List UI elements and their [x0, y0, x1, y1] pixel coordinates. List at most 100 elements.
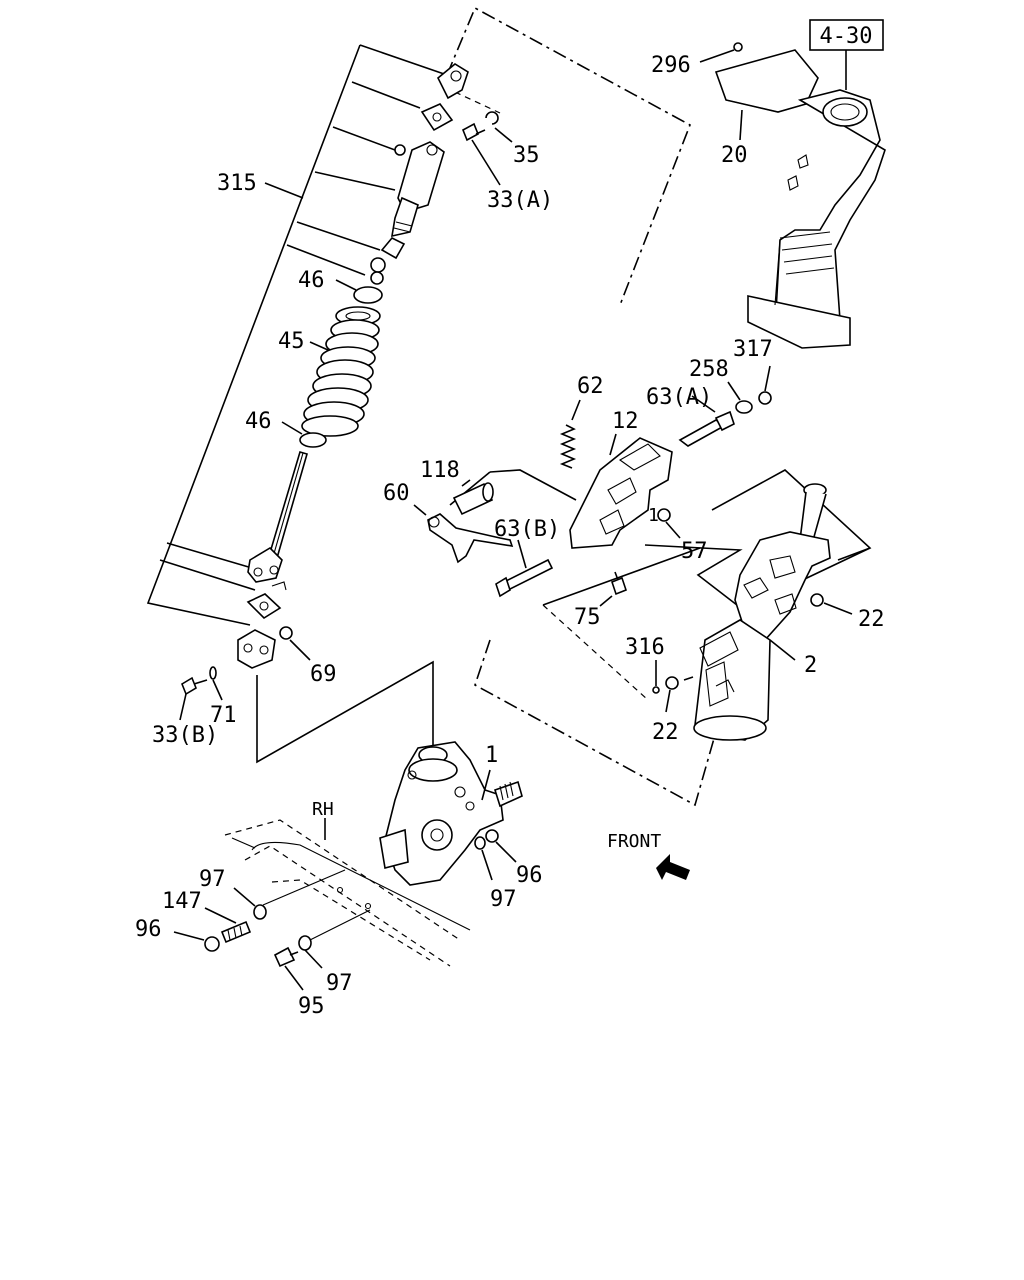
- callout-96b-label: 96: [135, 917, 162, 942]
- callout-96-left[interactable]: 96: [135, 917, 220, 952]
- nut-series: [370, 257, 386, 285]
- callout-46b-label: 46: [245, 409, 272, 434]
- callout-69[interactable]: 69: [279, 626, 337, 687]
- callout-46-lower[interactable]: 46: [245, 409, 327, 448]
- callout-147[interactable]: 147: [162, 889, 252, 944]
- bolt-75-icon: [611, 576, 627, 596]
- callout-296[interactable]: 296: [651, 42, 743, 78]
- steering-boot: [301, 306, 381, 437]
- washer-71-icon: [209, 666, 217, 680]
- pin-316-icon: [652, 686, 660, 694]
- callout-1b[interactable]: 1: [481, 743, 498, 801]
- washer-258-icon: [735, 400, 753, 414]
- nut-22a-icon: [810, 593, 824, 607]
- spring-62-icon: [559, 424, 577, 469]
- washer-97a-icon: [474, 836, 486, 850]
- callout-75-label: 75: [574, 605, 601, 630]
- steering-gearbox: [379, 741, 523, 886]
- callout-33b[interactable]: 33(B): [152, 676, 218, 748]
- front-indicator: FRONT: [607, 831, 690, 880]
- shaft-group-bracket: [146, 44, 448, 626]
- callout-22b-label: 22: [652, 720, 679, 745]
- washer-97b-icon: [253, 904, 267, 920]
- callout-118[interactable]: 118: [420, 458, 494, 516]
- callout-97-lower[interactable]: 97: [298, 935, 353, 996]
- callout-63a[interactable]: 63(A): [646, 385, 735, 447]
- callout-45[interactable]: 45: [278, 329, 329, 354]
- bolt-33a-icon: [461, 122, 480, 142]
- callout-20[interactable]: 20: [721, 109, 748, 168]
- nut-69-icon: [279, 626, 293, 640]
- gearbox-link-line: [256, 660, 434, 764]
- callout-315-label: 315: [217, 171, 257, 196]
- washer-97c-icon: [298, 935, 312, 951]
- callout-147-label: 147: [162, 889, 202, 914]
- column-lower-boundary: [474, 639, 716, 807]
- callout-316-label: 316: [625, 635, 665, 660]
- callout-2[interactable]: 2: [769, 639, 817, 678]
- callout-315[interactable]: 315: [217, 171, 304, 199]
- callout-1a-label: 1: [648, 505, 659, 526]
- upper-yoke: [436, 63, 469, 100]
- callout-296-label: 296: [651, 53, 691, 78]
- callout-33b-label: 33(B): [152, 723, 218, 748]
- callout-60[interactable]: 60: [383, 481, 514, 564]
- spider-lower: [246, 593, 282, 620]
- callout-258[interactable]: 258: [689, 357, 753, 414]
- callout-96a-label: 96: [516, 863, 543, 888]
- callout-57[interactable]: 57: [665, 521, 708, 564]
- callout-46-upper[interactable]: 46: [298, 268, 383, 304]
- bolt-33b-icon: [181, 676, 197, 696]
- front-label: FRONT: [607, 831, 661, 852]
- ref-box-label: 4-30: [820, 24, 873, 49]
- callout-45-label: 45: [278, 329, 305, 354]
- bolt-63a-icon: [678, 419, 726, 447]
- callout-22-lower[interactable]: 22: [652, 676, 694, 745]
- callout-317-label: 317: [733, 337, 773, 362]
- bolt-63b-icon: [502, 558, 554, 592]
- spider-upper: [420, 103, 454, 132]
- callout-57-label: 57: [681, 539, 708, 564]
- callout-118-label: 118: [420, 458, 460, 483]
- nut-57-icon: [657, 508, 671, 522]
- column-dash: [542, 604, 649, 701]
- callout-63a-label: 63(A): [646, 385, 712, 410]
- callout-97-upper-left[interactable]: 97: [199, 867, 267, 920]
- callout-46a-label: 46: [298, 268, 325, 293]
- frame-rail: [224, 819, 471, 967]
- callout-97a-label: 97: [490, 887, 517, 912]
- nut-22b-icon: [665, 676, 679, 690]
- callout-71[interactable]: 71: [209, 666, 237, 728]
- callout-63b[interactable]: 63(B): [494, 517, 560, 598]
- clamp-46-icon: [353, 286, 383, 304]
- callout-1b-label: 1: [485, 743, 498, 768]
- callout-62[interactable]: 62: [559, 374, 604, 469]
- callout-95[interactable]: 95: [273, 946, 325, 1019]
- bolt-296-icon: [733, 42, 743, 52]
- callout-1a[interactable]: 1: [648, 505, 659, 526]
- ref-box[interactable]: 4-30: [809, 19, 884, 90]
- callout-33a[interactable]: 33(A): [461, 122, 553, 213]
- callout-97-right[interactable]: 97: [474, 836, 517, 912]
- clip-35-icon: [485, 111, 499, 125]
- callout-75[interactable]: 75: [574, 571, 627, 630]
- nut-96a-icon: [485, 829, 499, 843]
- callout-97b-label: 97: [199, 867, 226, 892]
- callout-35[interactable]: 35: [485, 111, 540, 168]
- nut-96b-icon: [204, 936, 220, 952]
- callout-97c-label: 97: [326, 971, 353, 996]
- callout-20-label: 20: [721, 143, 748, 168]
- callout-33a-label: 33(A): [487, 188, 553, 213]
- callout-96-right[interactable]: 96: [485, 829, 543, 888]
- callout-12[interactable]: 12: [609, 409, 639, 456]
- callout-317[interactable]: 317: [733, 337, 773, 405]
- callout-22a-label: 22: [858, 607, 885, 632]
- nut-317-icon: [758, 391, 772, 405]
- callout-316[interactable]: 316: [625, 635, 665, 694]
- callout-22-right[interactable]: 22: [810, 593, 885, 632]
- tilt-bracket: [569, 437, 673, 549]
- callout-2-label: 2: [804, 653, 817, 678]
- callout-69-label: 69: [310, 662, 337, 687]
